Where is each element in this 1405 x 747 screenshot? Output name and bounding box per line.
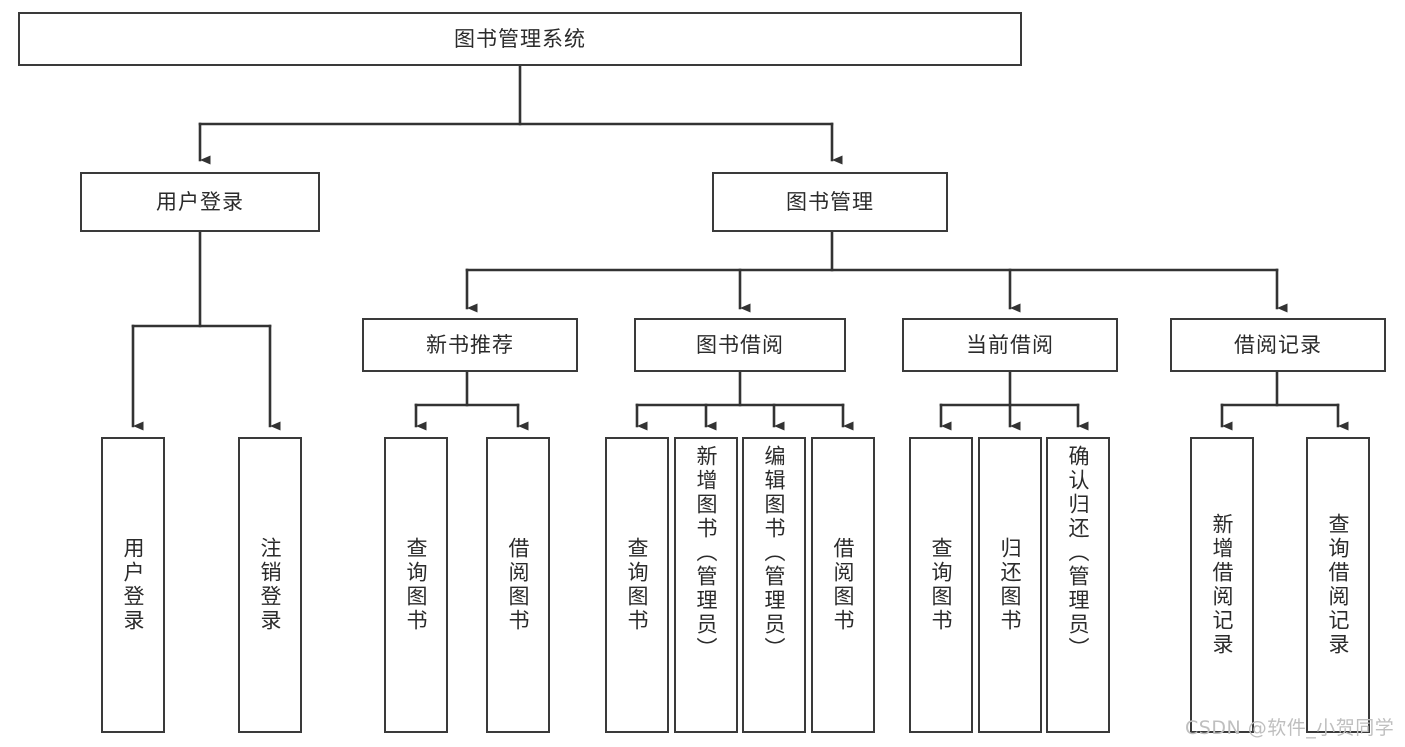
- node-label: 图书管理系统: [454, 26, 586, 51]
- leaf-book-borrow-query[interactable]: 查询图书: [605, 437, 669, 733]
- leaf-book-borrow-add[interactable]: 新增图书（管理员）: [674, 437, 738, 733]
- node-book-borrow[interactable]: 图书借阅: [634, 318, 846, 372]
- node-label: 借阅图书: [831, 537, 856, 633]
- leaf-current-borrow-return[interactable]: 归还图书: [978, 437, 1042, 733]
- leaf-book-borrow-borrow[interactable]: 借阅图书: [811, 437, 875, 733]
- leaf-book-borrow-edit[interactable]: 编辑图书（管理员）: [742, 437, 806, 733]
- leaf-current-borrow-query[interactable]: 查询图书: [909, 437, 973, 733]
- node-label: 借阅图书: [506, 537, 531, 633]
- node-label: 用户登录: [156, 189, 244, 214]
- leaf-new-book-borrow[interactable]: 借阅图书: [486, 437, 550, 733]
- node-label: 当前借阅: [966, 332, 1054, 357]
- node-label: 查询借阅记录: [1326, 513, 1351, 657]
- node-label: 用户登录: [121, 537, 146, 633]
- node-borrow-records[interactable]: 借阅记录: [1170, 318, 1386, 372]
- node-label: 图书借阅: [696, 332, 784, 357]
- node-label: 确认归还（管理员）: [1066, 445, 1091, 661]
- leaf-current-borrow-confirm-return[interactable]: 确认归还（管理员）: [1046, 437, 1110, 733]
- node-label: 新增图书（管理员）: [694, 445, 719, 661]
- leaf-borrow-records-add[interactable]: 新增借阅记录: [1190, 437, 1254, 733]
- leaf-user-login-login[interactable]: 用户登录: [101, 437, 165, 733]
- node-user-login[interactable]: 用户登录: [80, 172, 320, 232]
- leaf-borrow-records-query[interactable]: 查询借阅记录: [1306, 437, 1370, 733]
- node-label: 查询图书: [929, 537, 954, 633]
- node-label: 归还图书: [998, 537, 1023, 633]
- node-label: 查询图书: [625, 537, 650, 633]
- node-book-management[interactable]: 图书管理: [712, 172, 948, 232]
- node-root-library-system[interactable]: 图书管理系统: [18, 12, 1022, 66]
- node-label: 借阅记录: [1234, 332, 1322, 357]
- node-new-book-recommend[interactable]: 新书推荐: [362, 318, 578, 372]
- node-label: 新书推荐: [426, 332, 514, 357]
- csdn-watermark: CSDN @软件_小贺同学: [1185, 717, 1395, 739]
- node-label: 新增借阅记录: [1210, 513, 1235, 657]
- leaf-new-book-query[interactable]: 查询图书: [384, 437, 448, 733]
- node-label: 注销登录: [258, 537, 283, 633]
- node-current-borrow[interactable]: 当前借阅: [902, 318, 1118, 372]
- node-label: 查询图书: [404, 537, 429, 633]
- node-label: 图书管理: [786, 189, 874, 214]
- node-label: 编辑图书（管理员）: [762, 445, 787, 661]
- leaf-user-login-logout[interactable]: 注销登录: [238, 437, 302, 733]
